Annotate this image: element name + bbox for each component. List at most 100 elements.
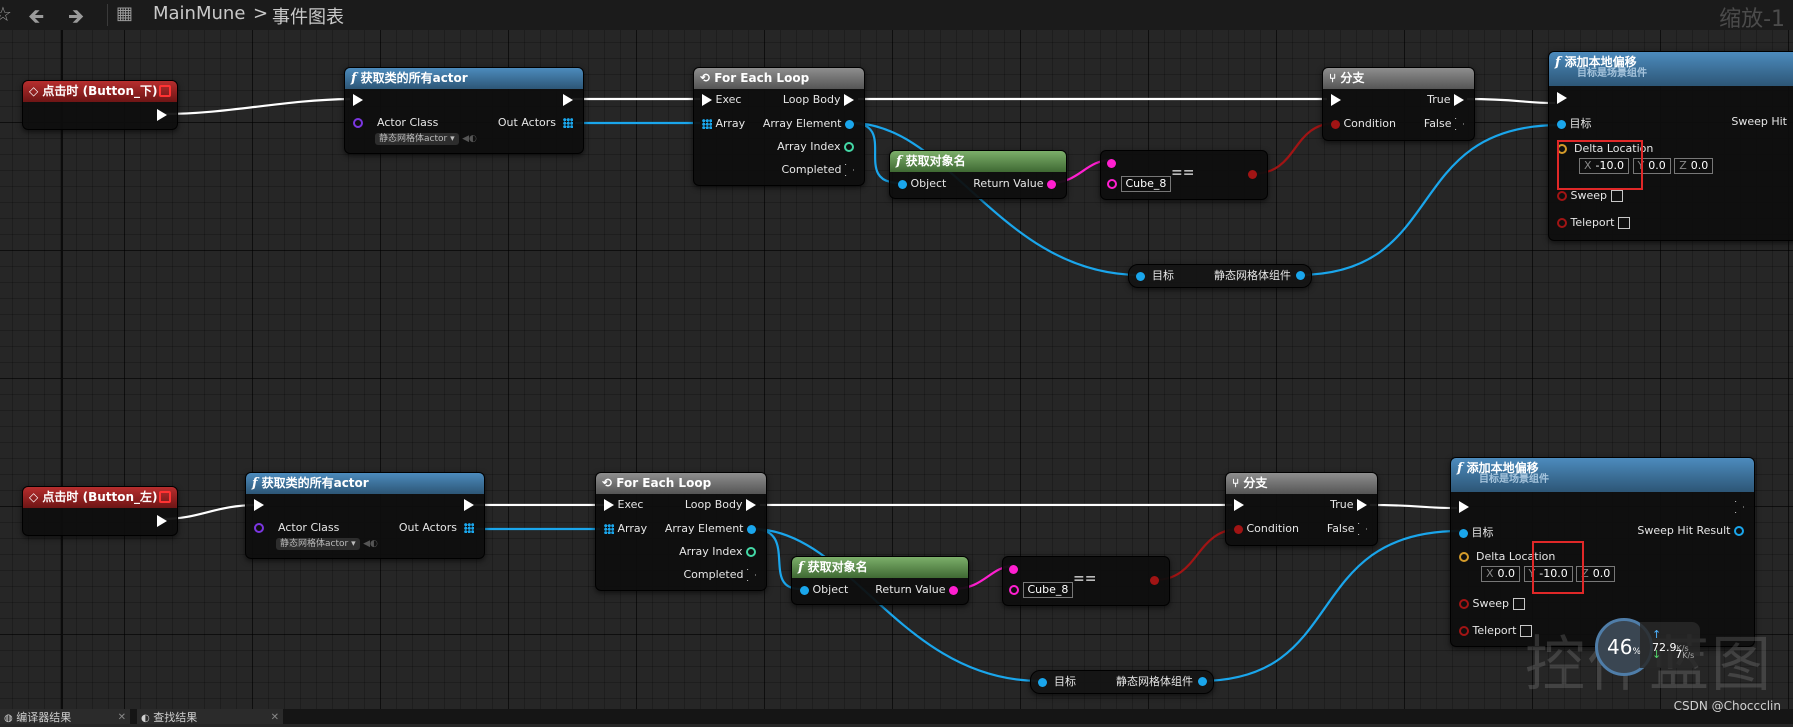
string-b-pin[interactable]: Cube_8: [1009, 582, 1074, 598]
breadcrumb-root[interactable]: MainMune: [153, 3, 246, 24]
exec-out-pin[interactable]: [563, 93, 573, 106]
event-diamond-icon: ◇: [29, 490, 39, 504]
exec-out-pin[interactable]: [157, 108, 167, 121]
false-pin[interactable]: False: [1327, 522, 1367, 535]
delta-location-pin[interactable]: Delta Location: [1459, 550, 1555, 563]
back-button[interactable]: 🡸: [28, 4, 45, 28]
target-pin[interactable]: 目标: [1557, 115, 1592, 131]
teleport-checkbox[interactable]: [1520, 625, 1532, 637]
exec-out-pin[interactable]: [157, 514, 167, 527]
loop-body-pin[interactable]: Loop Body: [685, 498, 756, 511]
sweep-checkbox[interactable]: [1610, 190, 1623, 202]
exec-in-pin[interactable]: Exec: [702, 93, 741, 106]
true-pin[interactable]: True: [1330, 498, 1367, 511]
delegate-pin-icon[interactable]: [159, 491, 171, 503]
string-b-field[interactable]: Cube_8: [1120, 176, 1172, 192]
exec-in-pin[interactable]: [1234, 498, 1244, 511]
array-in-pin[interactable]: Array: [702, 117, 745, 130]
event-node-button-down[interactable]: ◇ 点击时 (Button_下): [22, 80, 178, 130]
teleport-pin[interactable]: Teleport: [1557, 216, 1630, 229]
actor-class-pin[interactable]: Actor Class: [254, 521, 339, 534]
loop-body-pin[interactable]: Loop Body: [783, 93, 854, 106]
object-pin[interactable]: Object: [800, 583, 848, 596]
return-value-pin[interactable]: Return Value: [973, 177, 1056, 190]
actor-class-dropdown[interactable]: 静态网格体actor ▾ ◀◐: [375, 131, 477, 145]
string-a-pin[interactable]: [1107, 156, 1116, 169]
array-index-pin[interactable]: Array Index: [777, 140, 854, 153]
node-title: 获取对象名: [807, 560, 868, 574]
event-node-button-left[interactable]: ◇ 点击时 (Button_左): [22, 486, 178, 536]
string-a-pin[interactable]: [1009, 562, 1018, 575]
tab-find-results[interactable]: ◐ 查找结果 ✕: [137, 709, 283, 724]
for-each-loop-node[interactable]: ⟲ For Each Loop Exec Loop Body Array Arr…: [595, 472, 767, 591]
exec-out-pin[interactable]: [464, 498, 474, 511]
for-each-loop-node[interactable]: ⟲ For Each Loop Exec Loop Body Array Arr…: [693, 67, 865, 186]
browse-arrow-icon[interactable]: ◀◐: [462, 134, 477, 144]
sweep-pin[interactable]: Sweep: [1557, 189, 1623, 202]
exec-in-pin[interactable]: [254, 498, 264, 511]
delegate-pin-icon[interactable]: [159, 85, 171, 97]
exec-in-pin[interactable]: Exec: [604, 498, 643, 511]
target-pin[interactable]: 目标: [1459, 524, 1494, 540]
actor-class-pin[interactable]: Actor Class: [353, 116, 438, 129]
return-value-pin[interactable]: Return Value: [875, 583, 958, 596]
close-icon[interactable]: ✕: [117, 712, 126, 723]
browse-arrow-icon[interactable]: ◀◐: [363, 539, 378, 549]
array-element-pin[interactable]: Array Element: [763, 117, 854, 130]
x-field[interactable]: X-10.0: [1579, 158, 1630, 174]
string-b-pin[interactable]: Cube_8: [1107, 176, 1172, 192]
teleport-checkbox[interactable]: [1618, 217, 1630, 229]
exec-in-pin[interactable]: [1331, 93, 1341, 106]
true-pin[interactable]: True: [1427, 93, 1464, 106]
exec-in-pin[interactable]: [353, 93, 363, 106]
sweep-checkbox[interactable]: [1512, 598, 1525, 610]
teleport-pin[interactable]: Teleport: [1459, 624, 1532, 637]
completed-pin[interactable]: Completed: [684, 568, 756, 581]
exec-out-pin[interactable]: [1735, 500, 1744, 513]
y-field[interactable]: Y-10.0: [1523, 566, 1573, 582]
out-actors-pin[interactable]: Out Actors: [399, 521, 474, 534]
node-title: 获取对象名: [905, 154, 966, 168]
bool-out-pin[interactable]: [1150, 573, 1159, 586]
sweep-pin[interactable]: Sweep: [1459, 597, 1525, 610]
exec-in-pin[interactable]: [1557, 91, 1567, 104]
array-element-pin[interactable]: Array Element: [665, 522, 756, 535]
static-mesh-component-cast[interactable]: 目标 静态网格体组件: [1030, 670, 1214, 694]
static-mesh-component-cast[interactable]: 目标 静态网格体组件: [1128, 264, 1312, 288]
bool-out-pin[interactable]: [1248, 167, 1257, 180]
condition-pin[interactable]: Condition: [1331, 117, 1396, 130]
string-equal-node[interactable]: Cube_8 ==: [1100, 150, 1268, 200]
actor-class-dropdown[interactable]: 静态网格体actor ▾ ◀◐: [276, 536, 378, 550]
false-pin[interactable]: False: [1424, 117, 1464, 130]
string-b-field[interactable]: Cube_8: [1022, 582, 1074, 598]
breadcrumb-current[interactable]: 事件图表: [272, 7, 344, 28]
branch-node[interactable]: ⑂ 分支 True Condition False: [1225, 472, 1378, 546]
sweep-hit-result-pin[interactable]: Sweep Hit Result: [1637, 524, 1744, 537]
branch-node[interactable]: ⑂ 分支 True Condition False: [1322, 67, 1475, 141]
exec-in-pin[interactable]: [1459, 500, 1469, 513]
completed-pin[interactable]: Completed: [782, 163, 854, 176]
string-equal-node[interactable]: Cube_8 ==: [1002, 556, 1170, 606]
condition-pin[interactable]: Condition: [1234, 522, 1299, 535]
tab-compiler-results[interactable]: ◍ 编译器结果 ✕: [0, 709, 130, 724]
star-icon[interactable]: ☆: [0, 2, 12, 26]
out-actors-pin[interactable]: Out Actors: [498, 116, 573, 129]
close-icon[interactable]: ✕: [270, 712, 279, 723]
sweep-hit-pin[interactable]: Sweep Hit: [1731, 115, 1787, 128]
object-pin[interactable]: Object: [898, 177, 946, 190]
array-in-pin[interactable]: Array: [604, 522, 647, 535]
array-index-pin[interactable]: Array Index: [679, 545, 756, 558]
forward-button[interactable]: 🡺: [68, 4, 85, 28]
